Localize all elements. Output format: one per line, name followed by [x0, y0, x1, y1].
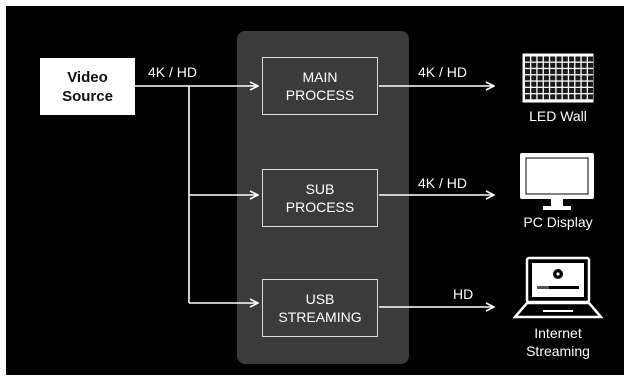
- sub-process-line1: SUB: [305, 181, 335, 197]
- usb-streaming-line2: STREAMING: [278, 309, 362, 325]
- pc-display-icon: [520, 153, 594, 210]
- laptop-streaming-icon: [513, 256, 603, 319]
- main-process-box: MAIN PROCESS: [262, 57, 378, 115]
- usb-streaming-box: USB STREAMING: [262, 279, 378, 337]
- pc-display-label: PC Display: [523, 214, 593, 230]
- led-wall-icon: [522, 53, 594, 103]
- main-output-format-label: 4K / HD: [418, 64, 468, 80]
- main-process-line2: PROCESS: [285, 87, 355, 103]
- sub-output-format-label: 4K / HD: [418, 175, 468, 191]
- sub-process-line2: PROCESS: [285, 199, 355, 215]
- input-format-label: 4K / HD: [148, 64, 198, 80]
- usb-output-format-label: HD: [453, 286, 474, 302]
- sub-process-box: SUB PROCESS: [262, 169, 378, 227]
- internet-streaming-label: Internet Streaming: [503, 324, 613, 360]
- usb-streaming-line1: USB: [305, 291, 335, 307]
- video-source-line1: Video: [67, 68, 108, 86]
- video-source-line2: Source: [62, 87, 113, 105]
- internet-streaming-line1: Internet: [534, 325, 582, 341]
- led-wall-label: LED Wall: [529, 108, 587, 124]
- video-source-box: Video Source: [40, 58, 135, 115]
- main-process-line1: MAIN: [302, 69, 338, 85]
- internet-streaming-line2: Streaming: [526, 343, 590, 359]
